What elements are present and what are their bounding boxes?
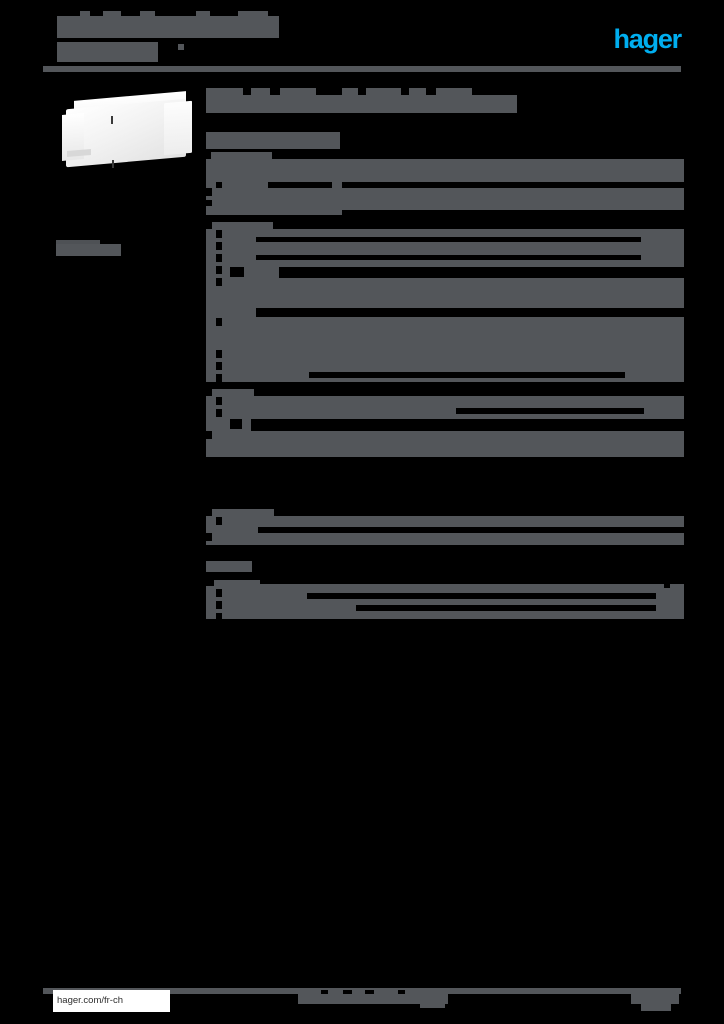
page-title-line-1 xyxy=(57,16,279,38)
section-caption xyxy=(206,222,273,231)
section-caption xyxy=(206,389,254,398)
section-caption xyxy=(206,561,252,572)
main-subheading xyxy=(206,124,684,152)
product-image-side-face xyxy=(164,100,192,156)
footer-url-link[interactable]: hager.com/fr-ch xyxy=(53,990,170,1012)
main-subheading-text xyxy=(206,132,340,149)
main-heading-text xyxy=(206,95,517,113)
title-glyph-ascender-5 xyxy=(238,11,268,18)
spec-section xyxy=(206,222,684,389)
title-glyph-ascender-2 xyxy=(103,11,121,18)
footer-page-number xyxy=(631,990,679,1004)
spec-section xyxy=(206,152,684,222)
sidebar-label-cap xyxy=(56,240,100,245)
footer-center-gap-4 xyxy=(398,990,405,996)
title-glyph-ascender-4 xyxy=(196,11,210,18)
spec-section xyxy=(206,553,684,619)
header-divider xyxy=(43,66,681,72)
footer-center-gap-3 xyxy=(365,990,374,996)
section-caption xyxy=(206,152,272,161)
main-heading xyxy=(206,88,684,124)
footer-center-cap xyxy=(298,990,420,995)
title-glyph-ascender-6 xyxy=(178,44,184,50)
hager-logo: hager xyxy=(613,24,682,54)
footer-center-gap-1 xyxy=(321,990,328,996)
title-glyph-ascender-1 xyxy=(80,11,90,18)
page-header: hager xyxy=(0,0,724,78)
footer-center-text xyxy=(298,994,448,1004)
product-image xyxy=(56,88,199,177)
footer-center-gap-2 xyxy=(343,990,352,996)
footer-page-number-sub xyxy=(641,1004,671,1011)
spec-section xyxy=(206,509,684,553)
page-title-line-2 xyxy=(57,42,158,62)
title-glyph-ascender-3 xyxy=(140,11,155,18)
product-image-tick-upper xyxy=(111,116,113,124)
section-spacer xyxy=(206,465,684,509)
main-content xyxy=(206,88,684,619)
product-image-tick-lower xyxy=(112,160,114,168)
footer-center-descender xyxy=(420,1000,445,1008)
section-caption xyxy=(206,509,274,518)
spec-section xyxy=(206,389,684,465)
sidebar-label xyxy=(56,244,121,256)
